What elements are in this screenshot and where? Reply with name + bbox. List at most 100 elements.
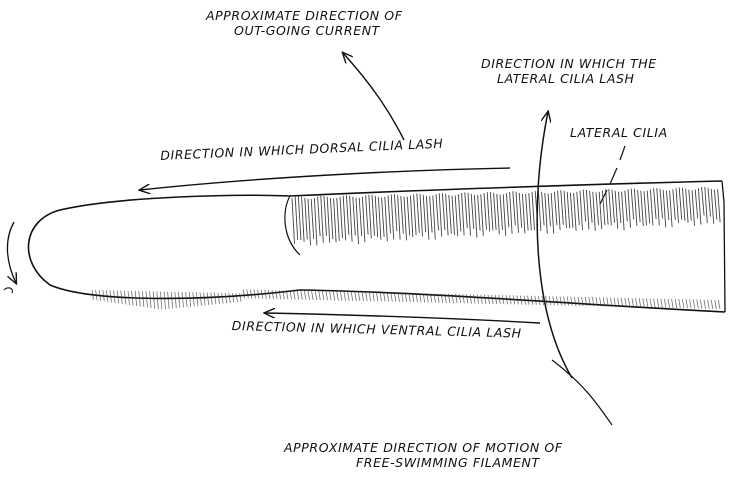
cilium-stroke xyxy=(470,294,472,303)
cilium-stroke xyxy=(294,290,296,299)
cilium-stroke xyxy=(455,195,458,236)
cilium-stroke xyxy=(348,292,350,301)
cilium-stroke xyxy=(200,292,202,305)
cilium-stroke xyxy=(702,187,705,215)
tip-curl-arrow xyxy=(7,222,16,283)
cilium-stroke xyxy=(375,196,378,237)
cilium-stroke xyxy=(225,293,227,303)
cilium-stroke xyxy=(549,296,551,305)
cilium-stroke xyxy=(690,299,692,308)
cilium-stroke xyxy=(487,192,490,231)
cilium-stroke xyxy=(711,300,713,309)
lateral-cilia-arrow xyxy=(537,112,572,378)
cilium-stroke xyxy=(638,190,641,222)
cilium-stroke xyxy=(376,292,378,301)
cilium-stroke xyxy=(612,190,615,223)
cilium-stroke xyxy=(398,195,401,240)
cilium-stroke xyxy=(410,196,413,238)
cilium-stroke xyxy=(495,295,497,304)
cilium-stroke xyxy=(663,190,666,228)
cilium-stroke xyxy=(488,295,490,304)
cilium-stroke xyxy=(622,192,625,231)
cilium-stroke xyxy=(705,187,708,223)
cilium-stroke xyxy=(553,296,555,305)
cilium-stroke xyxy=(373,292,375,301)
cilium-stroke xyxy=(178,292,180,308)
lateral-cilia-hatching xyxy=(292,187,720,246)
lateral-lash-label: DIRECTION IN WHICH THE LATERAL CILIA LAS… xyxy=(481,56,657,86)
cilium-stroke xyxy=(503,194,506,236)
cilium-stroke xyxy=(494,193,497,230)
cilium-stroke xyxy=(542,192,545,225)
cilium-stroke xyxy=(567,297,569,306)
cilium-stroke xyxy=(150,291,152,308)
cilium-stroke xyxy=(679,299,681,308)
cilium-stroke xyxy=(697,299,699,308)
cilium-stroke xyxy=(686,299,688,308)
cilium-stroke xyxy=(577,192,580,225)
cilium-stroke xyxy=(372,195,375,236)
cilium-stroke xyxy=(436,194,439,230)
cilium-stroke xyxy=(513,191,516,225)
cilium-stroke xyxy=(664,299,666,308)
cilium-stroke xyxy=(500,195,503,230)
cilium-stroke xyxy=(672,299,674,308)
cilium-stroke xyxy=(315,291,317,300)
cilium-stroke xyxy=(590,191,593,223)
cilium-stroke xyxy=(359,198,362,236)
cilium-stroke xyxy=(356,198,359,244)
cilium-stroke xyxy=(382,197,385,236)
cilium-stroke xyxy=(391,194,394,239)
cilium-stroke xyxy=(564,297,566,306)
cilium-stroke xyxy=(333,291,335,300)
cilium-stroke xyxy=(142,291,144,307)
cilium-stroke xyxy=(340,197,343,238)
cilium-stroke xyxy=(196,292,198,306)
cilium-stroke xyxy=(574,193,577,231)
dorsal-cilia-arrow xyxy=(140,168,510,190)
cilium-stroke xyxy=(330,291,332,300)
cilium-stroke xyxy=(404,197,407,241)
cilium-stroke xyxy=(355,292,357,301)
outgoing-current-arrow xyxy=(343,53,404,140)
cilium-stroke xyxy=(586,190,589,230)
filament-motion-arrow xyxy=(552,360,612,425)
cilium-stroke xyxy=(449,195,452,234)
cilium-stroke xyxy=(631,189,634,220)
cilium-stroke xyxy=(673,189,676,220)
cilium-stroke xyxy=(272,290,274,299)
cilium-stroke xyxy=(344,292,346,301)
cilium-stroke xyxy=(615,191,618,229)
cilium-stroke xyxy=(510,192,512,234)
cilium-stroke xyxy=(301,291,303,300)
cilium-stroke xyxy=(297,291,299,300)
cilium-stroke xyxy=(657,188,660,225)
cilium-stroke xyxy=(596,192,599,225)
cilium-stroke xyxy=(319,291,321,300)
cilium-stroke xyxy=(698,188,701,224)
cilium-stroke xyxy=(570,193,573,228)
cilium-stroke xyxy=(378,197,381,240)
cilium-stroke xyxy=(711,189,714,224)
cilium-stroke xyxy=(639,298,641,307)
cilium-stroke xyxy=(318,197,321,236)
cilium-stroke xyxy=(362,197,365,242)
cilium-stroke xyxy=(692,190,695,226)
cilium-stroke xyxy=(574,297,576,306)
cilium-stroke xyxy=(593,192,596,231)
cilium-stroke xyxy=(471,194,474,229)
cilium-stroke xyxy=(477,295,479,304)
cilium-stroke xyxy=(632,298,634,307)
cilium-stroke xyxy=(330,198,333,239)
cilium-stroke xyxy=(193,292,195,306)
cilium-stroke xyxy=(708,300,710,309)
cilium-stroke xyxy=(641,191,644,226)
cilium-stroke xyxy=(414,194,417,235)
cilium-stroke xyxy=(312,291,314,300)
cilium-stroke xyxy=(168,292,170,309)
cilium-stroke xyxy=(644,191,647,225)
cilium-stroke xyxy=(529,193,532,230)
cilium-stroke xyxy=(606,189,609,224)
cilium-stroke xyxy=(718,300,720,309)
